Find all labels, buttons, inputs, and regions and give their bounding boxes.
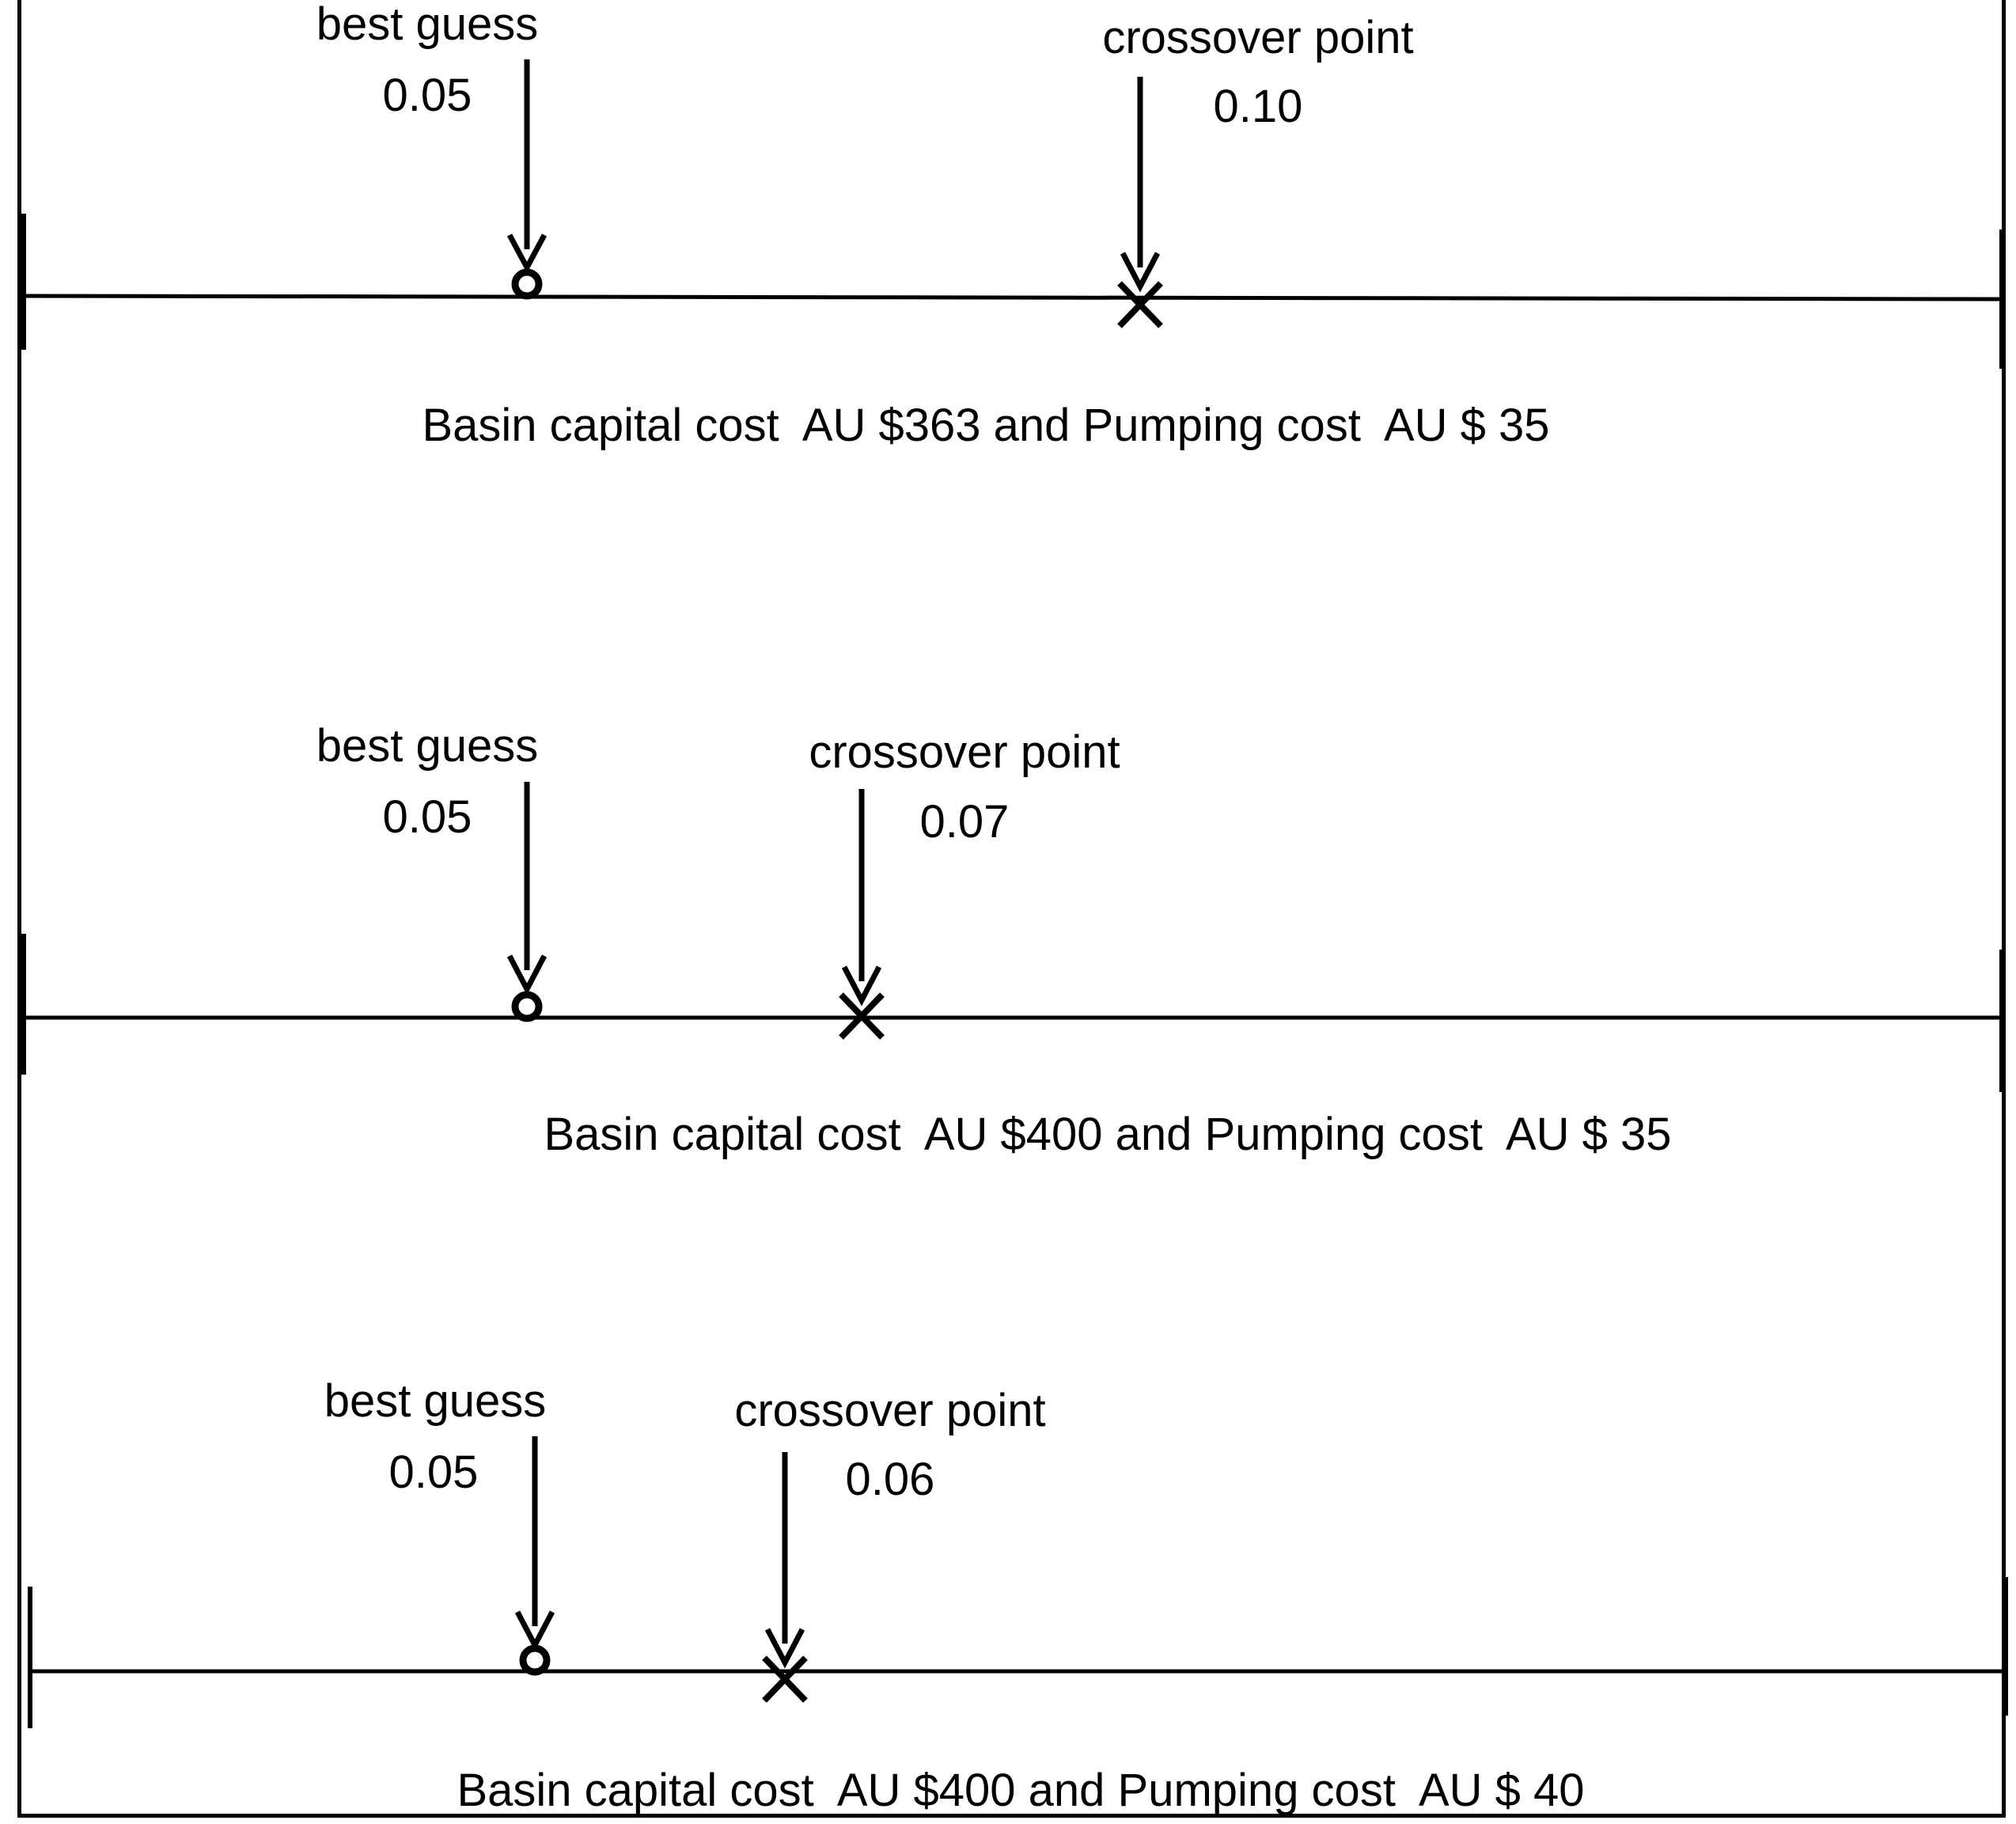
best-guess-label: best guess xyxy=(316,0,539,50)
best-guess-label: best guess xyxy=(316,720,539,772)
best-guess-arrow-icon xyxy=(514,1436,555,1651)
crossover-arrow-icon xyxy=(764,1452,805,1669)
circle-marker-icon xyxy=(511,268,543,300)
best-guess-arrow-icon xyxy=(506,59,548,274)
circle-marker-icon xyxy=(511,991,543,1022)
crossover-label: crossover point xyxy=(1102,12,1413,63)
crossover-value: 0.06 xyxy=(846,1454,935,1505)
crossover-arrow-icon xyxy=(841,789,882,1007)
panel-caption: Basin capital cost AU $400 and Pumping c… xyxy=(544,1109,1671,1160)
best-guess-arrow-icon xyxy=(506,782,548,995)
crossover-value: 0.10 xyxy=(1214,81,1303,132)
panel-2: best guess 0.05 crossover point 0.07 Bas… xyxy=(21,720,2004,1160)
crossover-label: crossover point xyxy=(809,726,1120,778)
x-marker-icon xyxy=(1117,281,1163,328)
axis-line xyxy=(23,294,2003,301)
crossover-value: 0.07 xyxy=(920,796,1010,848)
x-marker-icon xyxy=(762,1655,808,1703)
crossover-label: crossover point xyxy=(734,1385,1045,1436)
crossover-arrow-icon xyxy=(1120,77,1161,293)
best-guess-value: 0.05 xyxy=(383,70,472,121)
panel-caption: Basin capital cost AU $400 and Pumping c… xyxy=(457,1765,1584,1816)
circle-marker-icon xyxy=(519,1644,551,1676)
best-guess-value: 0.05 xyxy=(383,791,472,843)
figure-frame xyxy=(17,0,2006,1818)
best-guess-label: best guess xyxy=(324,1375,547,1427)
panel-caption: Basin capital cost AU $363 and Pumping c… xyxy=(422,400,1549,451)
best-guess-value: 0.05 xyxy=(389,1447,479,1498)
x-marker-icon xyxy=(839,992,885,1040)
panel-1: best guess 0.05 crossover point 0.10 Bas… xyxy=(21,0,2004,451)
panel-3: best guess 0.05 crossover point 0.06 Bas… xyxy=(28,1375,2008,1816)
